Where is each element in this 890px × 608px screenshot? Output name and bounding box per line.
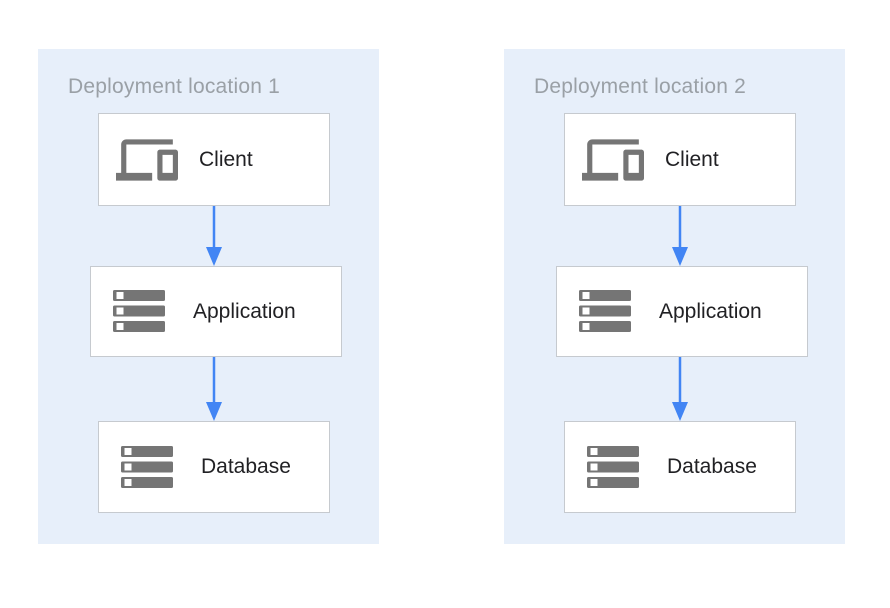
- node-label: Client: [199, 147, 253, 171]
- client-devices-icon: [116, 129, 178, 191]
- node-label: Application: [193, 299, 296, 323]
- node-label: Database: [201, 455, 291, 478]
- deployment-location-2-panel: Deployment location 2 Client: [504, 49, 845, 544]
- server-stack-icon: [121, 445, 173, 489]
- arrow-application-to-database: [670, 357, 690, 421]
- panel-title: Deployment location 1: [68, 75, 280, 98]
- node-database: Database: [98, 421, 330, 513]
- node-label: Database: [667, 455, 757, 478]
- node-application: Application: [90, 266, 342, 357]
- server-stack-icon: [113, 290, 165, 333]
- node-client: Client: [98, 113, 330, 206]
- node-client: Client: [564, 113, 796, 206]
- server-stack-icon: [579, 290, 631, 333]
- arrow-client-to-application: [204, 206, 224, 266]
- server-stack-icon: [587, 445, 639, 489]
- node-label: Client: [665, 147, 719, 171]
- arrow-application-to-database: [204, 357, 224, 421]
- node-label: Application: [659, 299, 762, 323]
- deployment-location-1-panel: Deployment location 1 Client: [38, 49, 379, 544]
- panel-title: Deployment location 2: [534, 75, 746, 98]
- client-devices-icon: [582, 129, 644, 191]
- node-database: Database: [564, 421, 796, 513]
- arrow-client-to-application: [670, 206, 690, 266]
- node-application: Application: [556, 266, 808, 357]
